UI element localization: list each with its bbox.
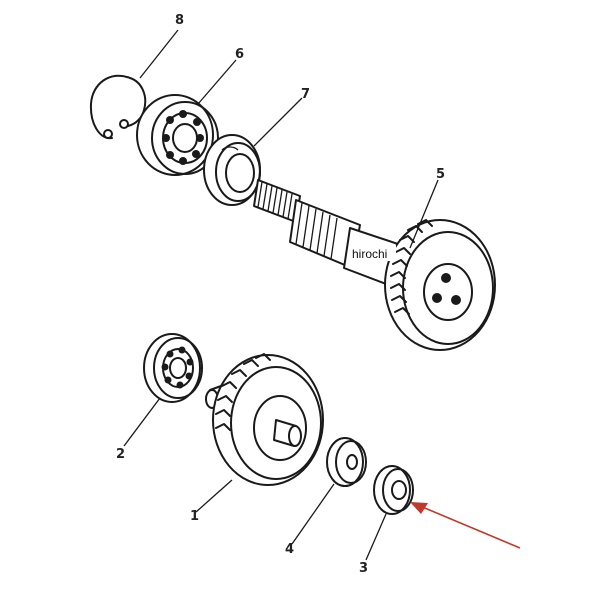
leader-lines	[123, 29, 439, 561]
watermark-text: hirochi	[352, 247, 387, 261]
callout-1: 1	[190, 509, 199, 524]
callout-7: 7	[301, 87, 310, 102]
callout-2: 2	[116, 447, 125, 462]
part-2-bearing[interactable]	[143, 333, 203, 403]
callout-numbers: 8 6 7 5 2 1 4 3	[116, 13, 445, 576]
callout-8: 8	[175, 13, 184, 28]
part-6-bearing[interactable]	[136, 94, 219, 176]
callout-3: 3	[359, 561, 368, 576]
part-5-gear-shaft[interactable]: hirochi	[253, 179, 496, 351]
callout-5: 5	[436, 167, 445, 182]
part-8-circlip[interactable]	[89, 74, 147, 140]
part-7-oil-seal[interactable]	[203, 134, 261, 206]
callout-4: 4	[285, 542, 294, 557]
part-3-washer[interactable]	[373, 465, 414, 515]
part-1-gear[interactable]	[205, 353, 324, 486]
highlight-arrow	[410, 502, 521, 549]
callout-6: 6	[235, 47, 244, 62]
part-4-washer[interactable]	[326, 437, 367, 487]
